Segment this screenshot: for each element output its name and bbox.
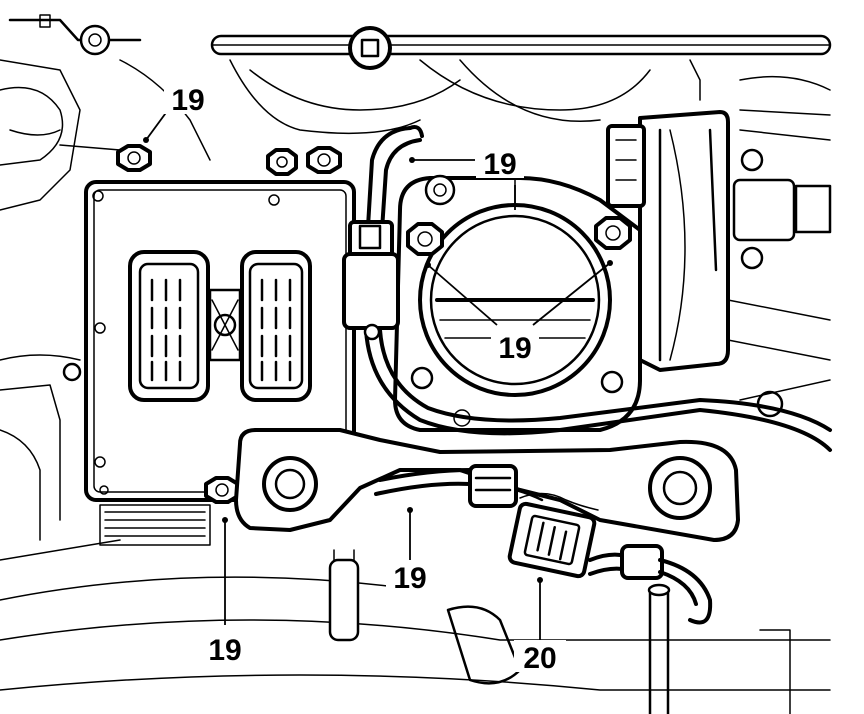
bolt-throttle-right bbox=[594, 216, 632, 250]
throttle-body bbox=[393, 174, 642, 432]
control-module bbox=[84, 180, 356, 502]
lower-bracket bbox=[234, 428, 740, 542]
connector-20 bbox=[507, 492, 599, 579]
bolt-ecu-bottom bbox=[204, 476, 240, 504]
callout-19-throttle-bolts: 19 bbox=[498, 332, 531, 365]
callout-labels: 19 19 19 19 19 20 bbox=[164, 82, 566, 675]
callout-19-ecu-top: 19 bbox=[171, 84, 204, 117]
callout-19-throttle-top: 19 bbox=[483, 148, 516, 181]
bolt-ecu-top-mid bbox=[266, 148, 298, 176]
bolt-throttle-left bbox=[406, 222, 444, 256]
bolt-ecu-top-left bbox=[116, 144, 152, 172]
leader-lines bbox=[143, 109, 613, 640]
mounting-bolts bbox=[116, 144, 342, 504]
callout-19-harness-clip: 19 bbox=[393, 562, 426, 595]
wiring-harness bbox=[328, 125, 832, 714]
callout-19-ecu-bottom: 19 bbox=[208, 634, 241, 667]
left-bracket-area bbox=[0, 354, 831, 691]
right-housing bbox=[606, 110, 832, 418]
bolt-ecu-top-right bbox=[306, 146, 342, 174]
callout-20-connector: 20 bbox=[523, 642, 556, 675]
upper-engine-structure bbox=[0, 14, 832, 211]
